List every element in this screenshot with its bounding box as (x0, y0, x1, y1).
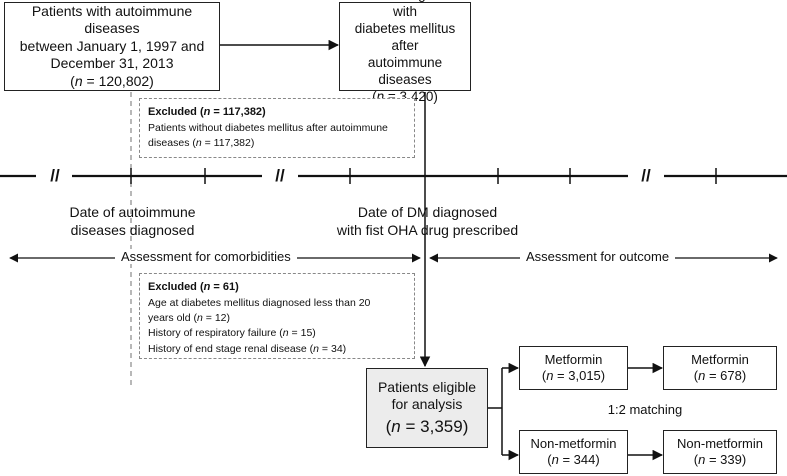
eligible-box-line1: Patients eligible (377, 378, 477, 395)
dm-box-line2: diabetes mellitus after (354, 21, 456, 54)
dm-box-line3: autoimmune diseases (367, 54, 443, 87)
non-metformin-2-title: Non-metformin (677, 435, 763, 451)
excluded-2-item1a: Age at diabetes mellitus diagnosed less … (148, 296, 371, 309)
excluded-2-item1b: years old (n = 12) (148, 312, 231, 325)
excluded-2-title: Excluded (n = 61) (148, 281, 239, 293)
timeline-break-3: // (641, 166, 651, 185)
excluded-1-title: Excluded (n = 117,382) (148, 106, 266, 118)
excluded-2-item3: History of end stage renal disease (n = … (148, 342, 347, 355)
excluded-1-line2: diseases (n = 117,382) (148, 137, 255, 150)
eligible-patients-box: Patients eligible for analysis (n = 3,35… (366, 368, 488, 448)
matching-label: 1:2 matching (607, 402, 683, 417)
non-metformin-box-2: Non-metformin (n = 339) (663, 430, 777, 474)
non-metformin-box-1: Non-metformin (n = 344) (519, 430, 628, 474)
timeline-break-2: // (275, 166, 285, 185)
autoimmune-box-line3: December 31, 2013 (50, 55, 174, 72)
eligible-box-count: (n = 3,359) (385, 416, 469, 436)
metformin-box-2: Metformin (n = 678) (663, 346, 777, 390)
autoimmune-patients-box: Patients with autoimmune diseases betwee… (4, 2, 220, 91)
metformin-2-count: (n = 678) (693, 368, 747, 383)
excluded-box-1: Excluded (n = 117,382) Patients without … (139, 98, 415, 158)
excluded-box-2: Excluded (n = 61) Age at diabetes mellit… (139, 273, 415, 359)
eligible-box-line2: for analysis (391, 396, 463, 413)
non-metformin-1-title: Non-metformin (530, 435, 617, 451)
comorbidities-period-label: Assessment for comorbidities (115, 249, 297, 264)
timeline-ticks (130, 168, 717, 184)
autoimmune-box-line2: between January 1, 1997 and (19, 37, 205, 54)
timeline-break-1: // (50, 166, 60, 185)
metformin-box-1: Metformin (n = 3,015) (519, 346, 628, 390)
metformin-1-title: Metformin (544, 351, 603, 367)
diabetes-patients-box: Patients diagnosed with diabetes mellitu… (339, 0, 471, 104)
outcome-period-label: Assessment for outcome (520, 249, 676, 264)
fork-connector (488, 368, 503, 455)
non-metformin-2-count: (n = 339) (693, 452, 747, 467)
autoimmune-date-label: Date of autoimmune diseases diagnosed (69, 204, 196, 239)
autoimmune-box-count: (n = 120,802) (70, 72, 154, 89)
metformin-2-title: Metformin (691, 351, 749, 367)
non-metformin-1-count: (n = 344) (547, 452, 600, 467)
excluded-1-line1: Patients without diabetes mellitus after… (148, 121, 388, 134)
excluded-2-item2: History of respiratory failure (n = 15) (148, 327, 316, 340)
metformin-1-count: (n = 3,015) (541, 368, 606, 383)
dm-box-line1: Patients diagnosed with (348, 0, 463, 20)
dm-date-label: Date of DM diagnosed with fist OHA drug … (336, 204, 519, 239)
autoimmune-box-line1: Patients with autoimmune diseases (31, 2, 193, 37)
